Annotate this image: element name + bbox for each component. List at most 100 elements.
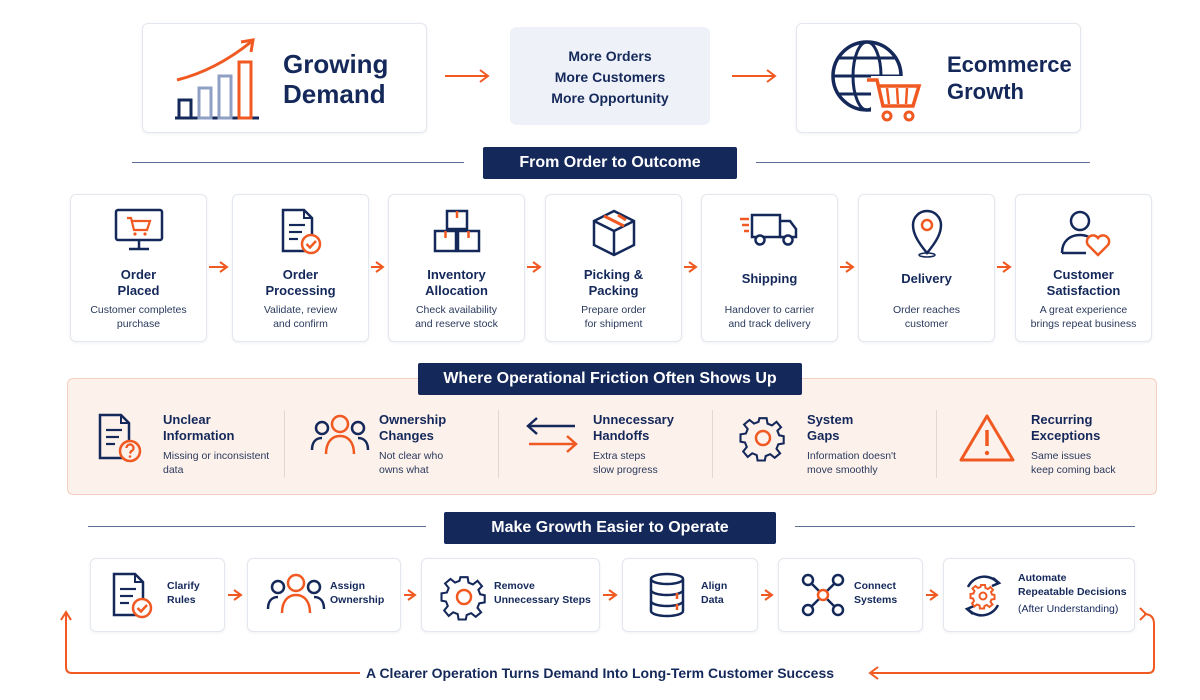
friction-title: Ownership	[379, 412, 447, 427]
friction-title: Exceptions	[1031, 428, 1101, 443]
friction-title: Unclear	[163, 412, 211, 427]
step-description: and track delivery	[728, 318, 811, 330]
divider-line	[756, 162, 1090, 163]
swap-arrows-icon	[523, 412, 581, 463]
database-icon	[645, 571, 689, 624]
outcome-more-orders: More Orders	[568, 48, 652, 64]
step-title: Placed	[117, 283, 160, 298]
friction-title: Unnecessary	[593, 412, 674, 427]
step-description: Validate, review	[263, 304, 338, 316]
outcome-more-customers: More Customers	[554, 69, 666, 85]
action-label: Repeatable Decisions	[1018, 586, 1127, 598]
arrow-right-icon	[526, 260, 542, 279]
divider-line	[498, 410, 499, 478]
step-title: Shipping	[741, 271, 798, 286]
friction-description: move smoothly	[807, 464, 878, 476]
arrow-right-icon	[602, 588, 618, 607]
action-label: Systems	[854, 594, 898, 606]
friction-title: Changes	[379, 428, 434, 443]
friction-description: data	[163, 464, 184, 476]
divider-line	[936, 410, 937, 478]
action-label: Assign	[330, 580, 366, 592]
step-description: purchase	[116, 318, 161, 330]
friction-description: Missing or inconsistent	[163, 450, 270, 462]
friction-description: owns what	[379, 464, 429, 476]
action-label: Rules	[167, 594, 196, 606]
globe-cart-icon	[831, 40, 922, 126]
friction-description: Not clear who	[379, 450, 444, 462]
outcome-more-opportunity: More Opportunity	[551, 90, 669, 106]
warning-icon	[958, 412, 1016, 469]
step-description: for shipment	[584, 318, 643, 330]
action-label: (After Understanding)	[1018, 603, 1119, 615]
divider-line	[284, 410, 285, 478]
section-banner-order-to-outcome: From Order to Outcome	[483, 147, 737, 179]
growing-demand-line2: Demand	[283, 79, 386, 109]
gear-icon	[438, 571, 490, 628]
team-icon	[266, 571, 326, 622]
footer-statement: A Clearer Operation Turns Demand Into Lo…	[365, 665, 835, 681]
arrow-right-icon	[760, 588, 774, 607]
step-description: Customer completes	[90, 304, 187, 316]
action-label: Clarify	[167, 580, 200, 592]
step-description: and reserve stock	[415, 318, 498, 330]
arrow-right-icon	[445, 69, 490, 83]
divider-line	[88, 526, 426, 527]
document-check-icon	[278, 207, 324, 262]
ecommerce-line1: Ecommerce	[947, 52, 1072, 77]
step-title: Order	[120, 267, 157, 282]
document-check-icon	[109, 571, 155, 626]
arrow-right-icon	[839, 260, 855, 279]
feedback-loop-arrows	[60, 607, 1155, 680]
step-title: Packing	[588, 283, 639, 298]
step-title: Picking &	[583, 267, 644, 282]
action-label: Unnecessary Steps	[494, 594, 591, 606]
action-label: Remove	[494, 580, 535, 592]
arrow-right-icon	[403, 588, 417, 607]
divider-line	[795, 526, 1135, 527]
user-heart-icon	[1056, 207, 1112, 264]
location-pin-icon	[907, 207, 947, 264]
arrow-right-icon	[925, 588, 939, 607]
arrow-right-icon	[732, 69, 777, 83]
arrow-right-icon	[683, 260, 698, 279]
section-banner-friction: Where Operational Friction Often Shows U…	[418, 363, 802, 395]
step-title: Customer	[1053, 267, 1114, 282]
section-banner-make-growth-easier: Make Growth Easier to Operate	[444, 512, 776, 544]
truck-icon	[738, 207, 802, 256]
step-description: A great experience	[1039, 304, 1128, 316]
arrow-right-icon	[370, 260, 385, 279]
growing-demand-line1: Growing	[283, 49, 389, 79]
arrow-right-icon	[208, 260, 229, 279]
action-label: Automate	[1018, 572, 1067, 584]
team-icon	[310, 412, 370, 463]
step-title: Allocation	[425, 283, 488, 298]
step-description: Check availability	[415, 304, 498, 316]
automation-gear-icon	[958, 571, 1008, 626]
divider-line	[132, 162, 464, 163]
growth-outcomes-box: More Orders More Customers More Opportun…	[510, 27, 710, 125]
step-title: Delivery	[901, 271, 952, 286]
step-description: Handover to carrier	[724, 304, 815, 316]
friction-description: keep coming back	[1031, 464, 1116, 476]
ecommerce-growth-card: Ecommerce Growth	[796, 23, 1081, 133]
friction-title: Information	[163, 428, 235, 443]
friction-description: slow progress	[593, 464, 658, 476]
action-label: Connect	[854, 580, 896, 592]
friction-title: Recurring	[1031, 412, 1093, 427]
monitor-cart-icon	[113, 207, 165, 258]
growing-demand-card: Growing Demand	[142, 23, 427, 133]
